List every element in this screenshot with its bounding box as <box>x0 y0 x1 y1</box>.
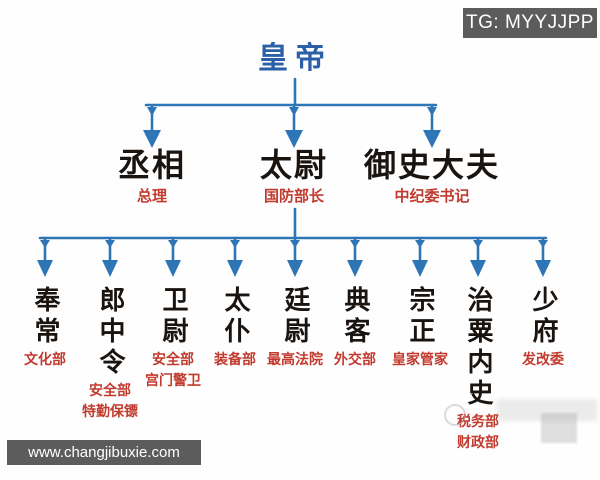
taipu-title: 太仆 <box>220 286 250 348</box>
node-taipu: 太仆 装备部 <box>214 286 256 371</box>
node-emperor: 皇帝 <box>258 42 332 75</box>
zhisuneishi-modern-label-2: 财政部 <box>457 435 499 451</box>
node-shaofu: 少府 发改委 <box>522 286 564 371</box>
tingwei-modern-label: 最高法院 <box>267 352 323 368</box>
zongzheng-modern-label: 皇家管家 <box>392 352 448 368</box>
tingwei-title: 廷尉 <box>280 286 310 348</box>
fengchang-title: 奉常 <box>30 286 60 348</box>
chengxiang-modern-label: 总理 <box>136 186 168 205</box>
zhisuneishi-title: 治粟内史 <box>463 286 493 410</box>
node-yushidafu: 御史大夫 中纪委书记 <box>363 146 501 207</box>
zongzheng-title: 宗正 <box>405 286 435 348</box>
langzhongling-modern-label: 安全部 <box>89 383 131 399</box>
taiwei-title: 太尉 <box>259 146 329 184</box>
node-chengxiang: 丞相 总理 <box>117 146 187 207</box>
website-badge: www.changjibuxie.com <box>7 440 201 465</box>
weiwei-modern-label: 安全部 <box>152 352 194 368</box>
langzhongling-modern-label-2: 特勤保镖 <box>82 404 138 420</box>
fengchang-modern-label: 文化部 <box>24 352 66 368</box>
yushidafu-title: 御史大夫 <box>363 146 501 184</box>
arrowheads <box>37 107 551 277</box>
node-zhisuneishi: 治粟内史 税务部 财政部 <box>457 286 499 454</box>
weiwei-title: 卫尉 <box>158 286 188 348</box>
taipu-modern-label: 装备部 <box>214 352 256 368</box>
dianke-title: 典客 <box>340 286 370 348</box>
weiwei-modern-label-2: 宫门警卫 <box>145 373 201 389</box>
node-langzhongling: 郎中令 安全部 特勤保镖 <box>82 286 138 423</box>
dianke-modern-label: 外交部 <box>334 352 376 368</box>
langzhongling-title: 郎中令 <box>95 286 125 379</box>
yushidafu-modern-label: 中纪委书记 <box>394 186 470 205</box>
shaofu-modern-label: 发改委 <box>522 352 564 368</box>
chengxiang-title: 丞相 <box>117 146 187 184</box>
node-fengchang: 奉常 文化部 <box>24 286 66 371</box>
node-weiwei: 卫尉 安全部 宫门警卫 <box>145 286 201 392</box>
zhisuneishi-modern-label: 税务部 <box>457 414 499 430</box>
taiwei-modern-label: 国防部长 <box>263 186 325 205</box>
node-zongzheng: 宗正 皇家管家 <box>392 286 448 371</box>
shaofu-title: 少府 <box>528 286 558 348</box>
node-taiwei: 太尉 国防部长 <box>259 146 329 207</box>
emperor-title: 皇帝 <box>258 41 332 76</box>
telegram-badge: TG: MYYJJPP <box>463 8 597 38</box>
node-dianke: 典客 外交部 <box>334 286 376 371</box>
node-tingwei: 廷尉 最高法院 <box>267 286 323 371</box>
